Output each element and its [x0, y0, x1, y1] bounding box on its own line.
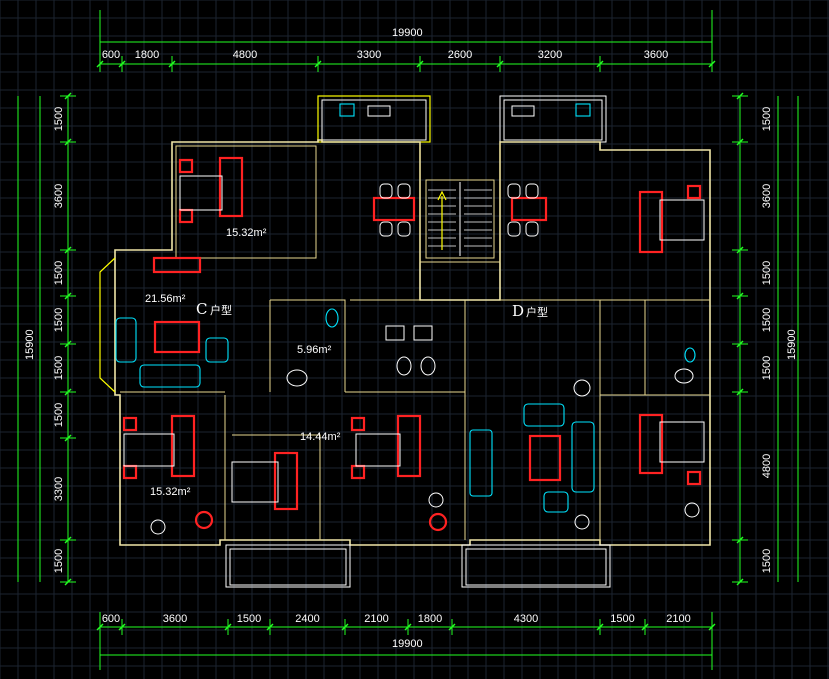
table-c-living — [153, 320, 201, 354]
bed-d-mid — [396, 414, 422, 478]
unit-d-letter: D — [512, 302, 524, 320]
toilet-4 — [674, 368, 694, 384]
right-dim-0: 1500 — [761, 107, 773, 131]
plant-2 — [428, 492, 444, 508]
nightstand-7 — [686, 184, 702, 200]
bed-c-top — [218, 156, 244, 218]
nightstand-1 — [178, 158, 194, 174]
right-dim-4: 1500 — [761, 356, 773, 380]
right-dim-6: 1500 — [761, 549, 773, 573]
stairway — [428, 182, 492, 256]
left-dim-0: 1500 — [53, 107, 65, 131]
top-dim-5: 3200 — [538, 49, 562, 61]
dining-table-right — [510, 196, 548, 222]
walls — [99, 95, 711, 588]
bottom-dim-0: 600 — [102, 613, 120, 625]
room-area-c-bedroom-bottom: 15.32m² — [150, 486, 191, 498]
right-dim-1: 3600 — [761, 184, 773, 208]
armchair-c — [205, 337, 229, 363]
unit-d-type: 户型 — [526, 305, 548, 319]
nightstand-5 — [350, 416, 366, 432]
left-dim-2: 1500 — [53, 261, 65, 285]
toilet-1 — [286, 369, 308, 387]
bottom-dim-1: 3600 — [163, 613, 187, 625]
plant-3 — [573, 379, 591, 397]
toilet-3 — [420, 356, 436, 376]
left-dim-4: 1500 — [53, 356, 65, 380]
toilet-2 — [396, 356, 412, 376]
furniture — [115, 103, 705, 535]
left-dim-7: 1500 — [53, 549, 65, 573]
left-dim-3: 1500 — [53, 308, 65, 332]
room-area-c-living: 21.56m² — [145, 293, 186, 305]
right-dim-5: 4800 — [761, 454, 773, 478]
sofa-c-side — [115, 317, 137, 363]
sofa-d-top — [523, 403, 565, 427]
bottom-dim-6: 4300 — [514, 613, 538, 625]
bottom-dim-8: 2100 — [666, 613, 690, 625]
bottom-dim-5: 1800 — [418, 613, 442, 625]
chair-2 — [428, 512, 448, 532]
plant-4 — [574, 514, 590, 530]
basin-1 — [325, 308, 339, 328]
top-dim-3: 3300 — [357, 49, 381, 61]
top-dim-6: 3600 — [644, 49, 668, 61]
basin-2 — [684, 347, 696, 363]
room-area-c-bath: 5.96m² — [297, 344, 332, 356]
unit-c-type: 户型 — [210, 303, 232, 317]
bottom-dim-7: 1500 — [610, 613, 634, 625]
left-dim-1: 3600 — [53, 184, 65, 208]
nightstand-8 — [686, 470, 702, 486]
top-dim-4: 2600 — [448, 49, 472, 61]
sofa-d-long — [571, 421, 595, 493]
right-dim-2: 1500 — [761, 261, 773, 285]
bed-d-top-right — [638, 190, 664, 254]
bottom-dim-3: 2400 — [295, 613, 319, 625]
plant-1 — [150, 519, 166, 535]
left-dim-5: 1500 — [53, 403, 65, 427]
chair-1 — [194, 510, 214, 530]
dining-table-left — [372, 196, 416, 222]
bed-c-bottom-left — [170, 414, 196, 478]
sofa-d-bottom — [543, 491, 569, 513]
sofa-c-long — [139, 364, 201, 388]
right-total-label: 15900 — [786, 329, 798, 360]
bed-c-mid — [273, 451, 299, 511]
bed-d-bottom-right — [638, 413, 664, 475]
unit-c-letter: C — [196, 300, 207, 318]
top-total-label: 19900 — [392, 27, 423, 39]
plant-5 — [684, 502, 700, 518]
tv-unit-c — [152, 256, 202, 274]
left-dim-6: 3300 — [53, 477, 65, 501]
left-total-label: 15900 — [24, 329, 36, 360]
bottom-total-label: 19900 — [392, 638, 423, 650]
room-area-c-bedroom-mid: 14.44m² — [300, 431, 341, 443]
top-dim-0: 600 — [102, 49, 120, 61]
tv-unit-d — [469, 429, 493, 497]
bottom-dim-2: 1500 — [237, 613, 261, 625]
top-dim-1: 1800 — [135, 49, 159, 61]
right-dim-3: 1500 — [761, 308, 773, 332]
table-d-living — [528, 434, 562, 482]
bottom-dim-4: 2100 — [364, 613, 388, 625]
dimension-lines — [17, 10, 799, 670]
room-area-c-bedroom-top: 15.32m² — [226, 227, 267, 239]
nightstand-3 — [122, 416, 138, 432]
top-dim-2: 4800 — [233, 49, 257, 61]
